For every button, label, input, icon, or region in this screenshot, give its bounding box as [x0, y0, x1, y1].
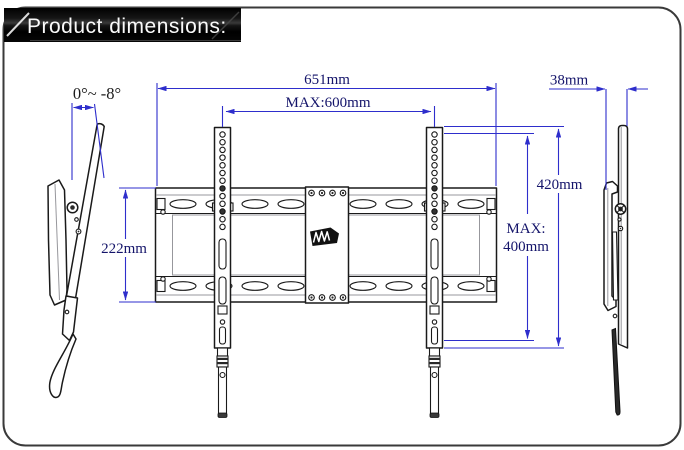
rail-extension-rod-left [216, 347, 229, 418]
max-hole-width-label: MAX:600mm [285, 95, 370, 111]
left-side-view [47, 122, 105, 399]
dim-plate-height: 222mm [101, 187, 156, 303]
tv-rail-right [423, 126, 446, 418]
banner-slash-decoration [211, 11, 240, 40]
overall-width-label: 651mm [304, 72, 350, 88]
cover-plate-screws-bottom [308, 294, 347, 301]
tilt-knob [614, 203, 627, 232]
pull-strap [611, 327, 621, 416]
rail-height-label: 420mm [537, 177, 583, 193]
dim-max-hole-height: MAX: 400mm [444, 132, 550, 342]
plate-end-clips [156, 197, 496, 293]
depth-label: 38mm [550, 73, 589, 89]
rail-profile [617, 124, 629, 349]
dim-overall-width: 651mm [156, 72, 497, 186]
cover-plate-screws-top [308, 189, 347, 197]
brand-logo-icon [310, 227, 339, 246]
banner-slash-decoration [6, 12, 30, 37]
max-hole-height-label-line2: 400mm [503, 239, 549, 255]
tilt-angle-label: 0°~ -8° [73, 84, 121, 103]
center-cover-plate [304, 186, 350, 304]
front-view [154, 126, 498, 418]
dim-max-hole-width: MAX:600mm [221, 95, 436, 127]
tv-rail-left [211, 126, 234, 418]
page-title: Product dimensions: [27, 15, 227, 38]
title-banner: Product dimensions: [4, 8, 241, 42]
max-hole-height-label-line1: MAX: [506, 221, 545, 237]
right-side-view [603, 124, 629, 416]
dim-tilt-angle: 0°~ -8° [71, 84, 121, 180]
tilt-arm-channel [611, 231, 619, 301]
pull-strap-loop [48, 333, 77, 399]
dim-rail-height: 420mm [444, 125, 583, 349]
dim-depth: 38mm [549, 73, 648, 190]
tilt-knob [66, 201, 82, 235]
rail-extension-rod-right [428, 347, 441, 418]
title-banner-background [4, 8, 241, 42]
plate-height-label: 222mm [101, 241, 147, 257]
tilted-rail-profile [65, 122, 105, 300]
